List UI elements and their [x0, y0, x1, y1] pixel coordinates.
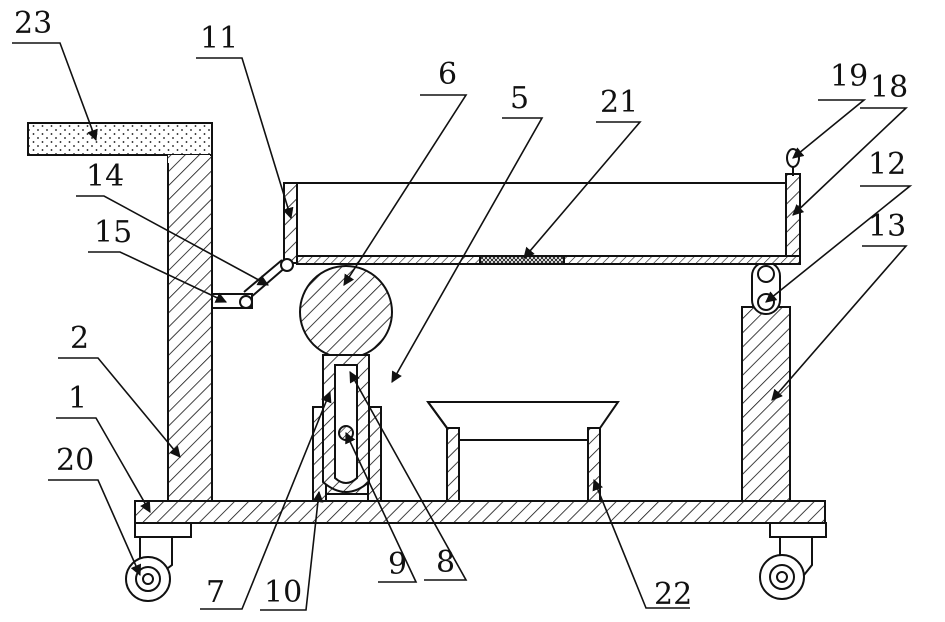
- mesh-strip: [480, 256, 564, 264]
- label-15: 15: [94, 215, 132, 250]
- label-18: 18: [870, 70, 908, 105]
- label-5: 5: [510, 81, 529, 116]
- label-10: 10: [264, 575, 302, 610]
- cam-wheel: [300, 266, 392, 358]
- rod-slot: [335, 365, 357, 483]
- tray-outline: [284, 183, 800, 263]
- tray-left-wall: [284, 183, 297, 263]
- top-arm: [28, 123, 212, 155]
- label-13: 13: [868, 209, 906, 244]
- label-21: 21: [600, 85, 638, 120]
- label-8: 8: [436, 545, 455, 580]
- label-9: 9: [388, 547, 407, 582]
- label-12: 12: [868, 147, 906, 182]
- left-post: [168, 123, 212, 501]
- label-14: 14: [86, 159, 124, 194]
- label-2: 2: [70, 321, 89, 356]
- caster-left: [126, 523, 191, 601]
- label-23: 23: [14, 6, 52, 41]
- label-11: 11: [200, 21, 238, 56]
- right-post: [742, 307, 790, 501]
- label-20: 20: [56, 443, 94, 478]
- base-plate: [135, 501, 825, 523]
- label-6: 6: [438, 57, 457, 92]
- label-22: 22: [654, 577, 692, 612]
- caster-right: [760, 523, 826, 599]
- label-19: 19: [830, 59, 868, 94]
- label-7: 7: [206, 575, 225, 610]
- tray-right-wall: [786, 174, 800, 263]
- label-1: 1: [68, 381, 87, 416]
